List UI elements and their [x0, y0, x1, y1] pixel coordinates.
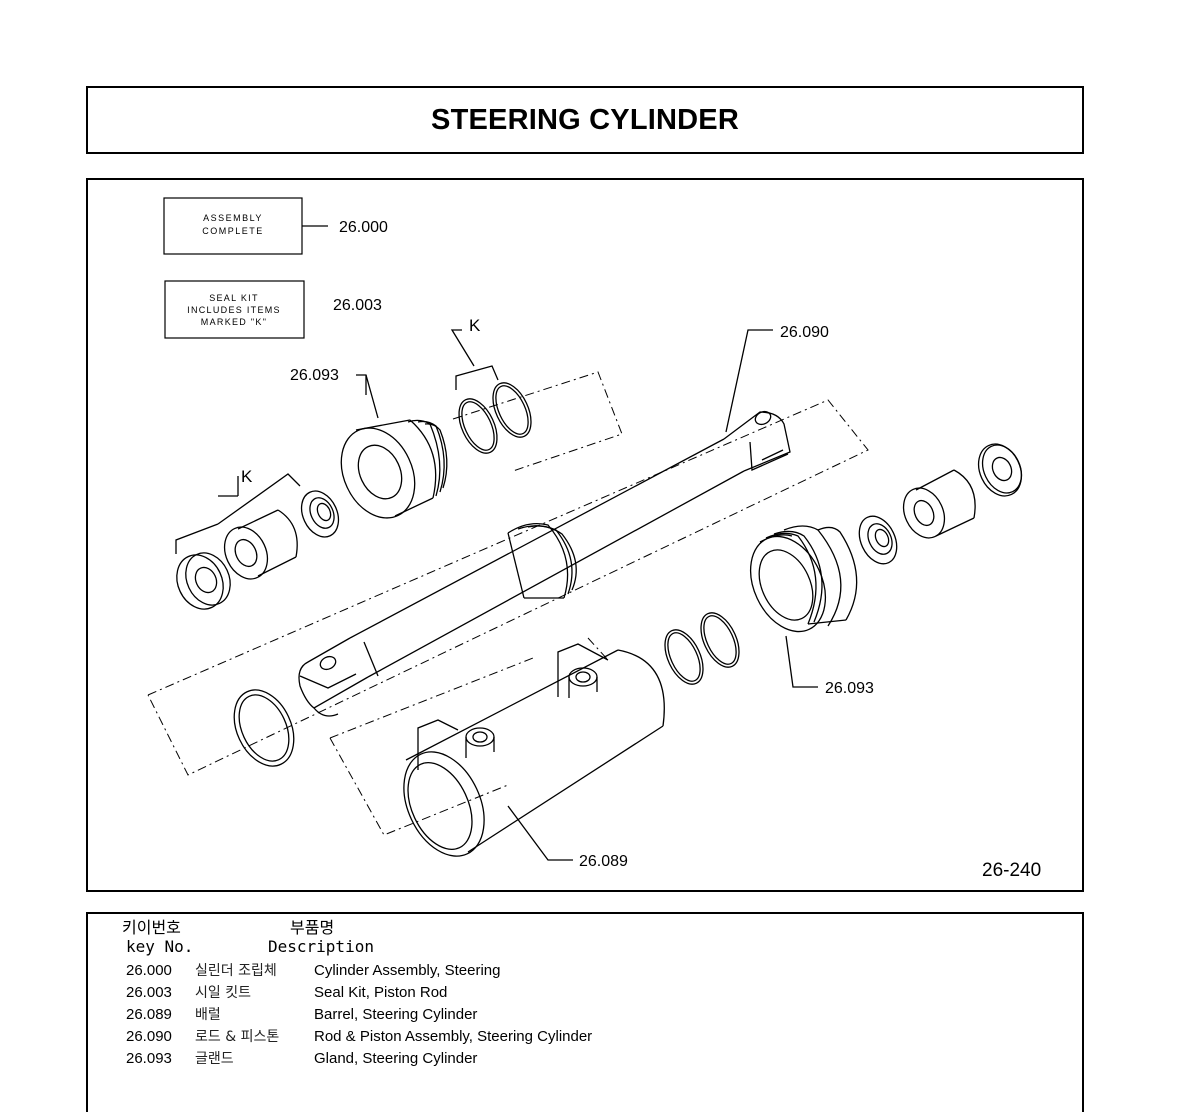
part-description: Gland, Steering Cylinder: [314, 1049, 478, 1067]
list-item: 26.000 실린더 조립체 Cylinder Assembly, Steeri…: [126, 959, 500, 981]
part-key: 26.000: [126, 961, 172, 979]
part-korean: 시일 킷트: [195, 985, 251, 1001]
seal-group-right: [858, 443, 1023, 565]
header-korean-desc: 부품명: [290, 918, 335, 937]
ref-26-093-bottom: 26.093: [825, 680, 874, 697]
part-korean: 글랜드: [195, 1051, 234, 1067]
part-korean: 배럴: [195, 1007, 221, 1023]
rod-piston-assembly: 26.090: [298, 324, 829, 717]
header-korean-key: 키이번호: [122, 918, 181, 937]
ref-26-090: 26.090: [780, 324, 829, 341]
parts-list: 키이번호 부품명 key No. Description 26.000 실린더 …: [86, 912, 1084, 1112]
ref-26-003: 26.003: [333, 297, 382, 314]
svg-text:INCLUDES ITEMS: INCLUDES ITEMS: [187, 305, 281, 315]
part-description: Seal Kit, Piston Rod: [314, 983, 448, 1001]
header-desc: Description: [268, 937, 374, 956]
k-label-left: K: [241, 467, 253, 486]
svg-text:COMPLETE: COMPLETE: [202, 226, 264, 236]
o-rings-lower: [664, 612, 740, 685]
part-description: Barrel, Steering Cylinder: [314, 1005, 478, 1023]
svg-text:ASSEMBLY: ASSEMBLY: [203, 213, 263, 223]
k-label-top: K: [469, 316, 481, 335]
k-o-rings-upper: K: [450, 316, 532, 454]
o-ring-lower-left: [233, 689, 295, 767]
diagram-svg: ASSEMBLY COMPLETE 26.000 SEAL KIT INCLUD…: [147, 197, 1041, 881]
ref-26-000: 26.000: [339, 219, 388, 236]
part-key: 26.090: [126, 1027, 172, 1045]
list-item: 26.090 로드 & 피스톤 Rod & Piston Assembly, S…: [126, 1025, 592, 1047]
ref-26-089: 26.089: [579, 853, 628, 870]
part-korean: 실린더 조립체: [195, 963, 277, 979]
part-key: 26.089: [126, 1005, 172, 1023]
figure-number: 26-240: [982, 860, 1041, 881]
seal-kit-label: SEAL KIT INCLUDES ITEMS MARKED "K" 26.00…: [164, 280, 382, 339]
k-seal-group-left: K: [175, 467, 340, 610]
list-item: 26.089 배럴 Barrel, Steering Cylinder: [126, 1003, 477, 1025]
header-key: key No.: [126, 937, 194, 956]
exploded-diagram: ASSEMBLY COMPLETE 26.000 SEAL KIT INCLUD…: [86, 178, 1084, 892]
part-description: Rod & Piston Assembly, Steering Cylinder: [314, 1027, 593, 1045]
assembly-complete-label: ASSEMBLY COMPLETE 26.000: [163, 197, 388, 255]
svg-text:MARKED "K": MARKED "K": [201, 317, 267, 327]
gland-lower: 26.093: [749, 525, 874, 697]
page-title: STEERING CYLINDER: [431, 103, 739, 136]
list-item: 26.003 시일 킷트 Seal Kit, Piston Rod: [126, 981, 447, 1003]
part-korean: 로드 & 피스톤: [195, 1029, 280, 1045]
gland-upper: 26.093: [290, 367, 448, 519]
ref-26-093-top: 26.093: [290, 367, 339, 384]
barrel: 26.089: [403, 643, 665, 870]
part-key: 26.093: [126, 1049, 172, 1067]
part-description: Cylinder Assembly, Steering: [314, 961, 501, 979]
list-item: 26.093 글랜드 Gland, Steering Cylinder: [126, 1047, 477, 1069]
title-box: STEERING CYLINDER: [86, 86, 1084, 154]
svg-text:SEAL KIT: SEAL KIT: [209, 293, 259, 303]
part-key: 26.003: [126, 983, 172, 1001]
